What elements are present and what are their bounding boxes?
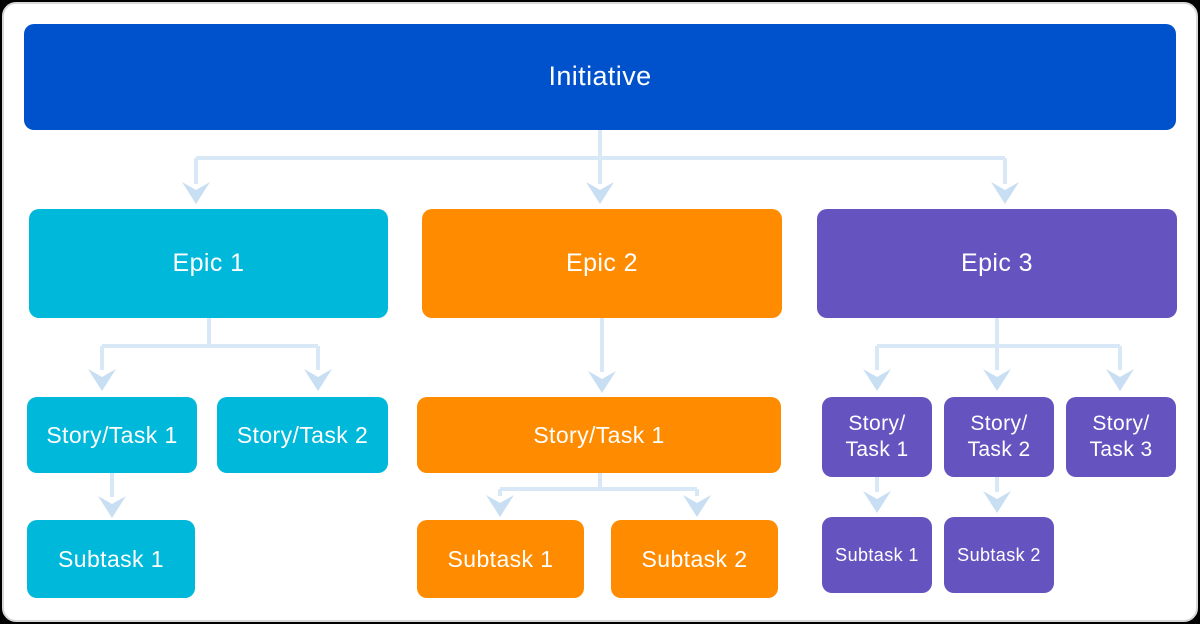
epic-3-node: Epic 3 <box>817 209 1177 318</box>
epic3-story-task-2-node: Story/ Task 2 <box>944 397 1054 477</box>
initiative-node: Initiative <box>24 24 1176 130</box>
epic3-story-task-2-line1: Story/ <box>970 411 1028 435</box>
epic3-subtask-2-node: Subtask 2 <box>944 517 1054 593</box>
epic1-story-task-2-node: Story/Task 2 <box>217 397 388 473</box>
epic2-subtask-2-node: Subtask 2 <box>611 520 778 598</box>
epic2-story-task-1-node: Story/Task 1 <box>417 397 781 473</box>
epic3-story-task-3-line1: Story/ <box>1092 411 1150 435</box>
epic-1-node: Epic 1 <box>29 209 388 318</box>
epic3-story-task-3-line2: Task 3 <box>1089 438 1153 461</box>
epic3-story-task-3-node: Story/ Task 3 <box>1066 397 1176 477</box>
epic3-story-task-1-line2: Task 1 <box>845 438 909 461</box>
epic3-story-task-2-line2: Task 2 <box>967 438 1031 461</box>
epic2-subtask-1-node: Subtask 1 <box>417 520 584 598</box>
epic3-story-task-1-line1: Story/ <box>848 411 906 435</box>
epic3-subtask-1-node: Subtask 1 <box>822 517 932 593</box>
epic3-story-task-1-node: Story/ Task 1 <box>822 397 932 477</box>
epic1-subtask-1-node: Subtask 1 <box>27 520 195 598</box>
epic1-story-task-1-node: Story/Task 1 <box>27 397 197 473</box>
epic-2-node: Epic 2 <box>422 209 782 318</box>
